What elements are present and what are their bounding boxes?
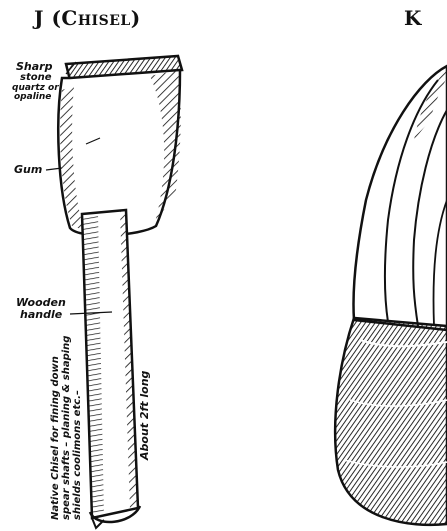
annotation-gum: Gum xyxy=(14,163,42,176)
figure-k-illustration xyxy=(335,66,447,525)
annotation-wooden-handle-2: handle xyxy=(20,308,63,321)
annotation-description-1: Native Chisel for fining down xyxy=(50,356,61,520)
annotation-description-2: spear shafts – planing & shaping xyxy=(61,336,72,520)
annotation-sharp-stone-4: opaline xyxy=(14,92,51,102)
figure-k-haft xyxy=(335,318,447,525)
annotation-length: About 2ft long xyxy=(138,370,151,461)
annotation-description-3: shields coolimons etc.– xyxy=(72,390,83,520)
annotation-sharp-stone-2: stone xyxy=(20,72,52,83)
